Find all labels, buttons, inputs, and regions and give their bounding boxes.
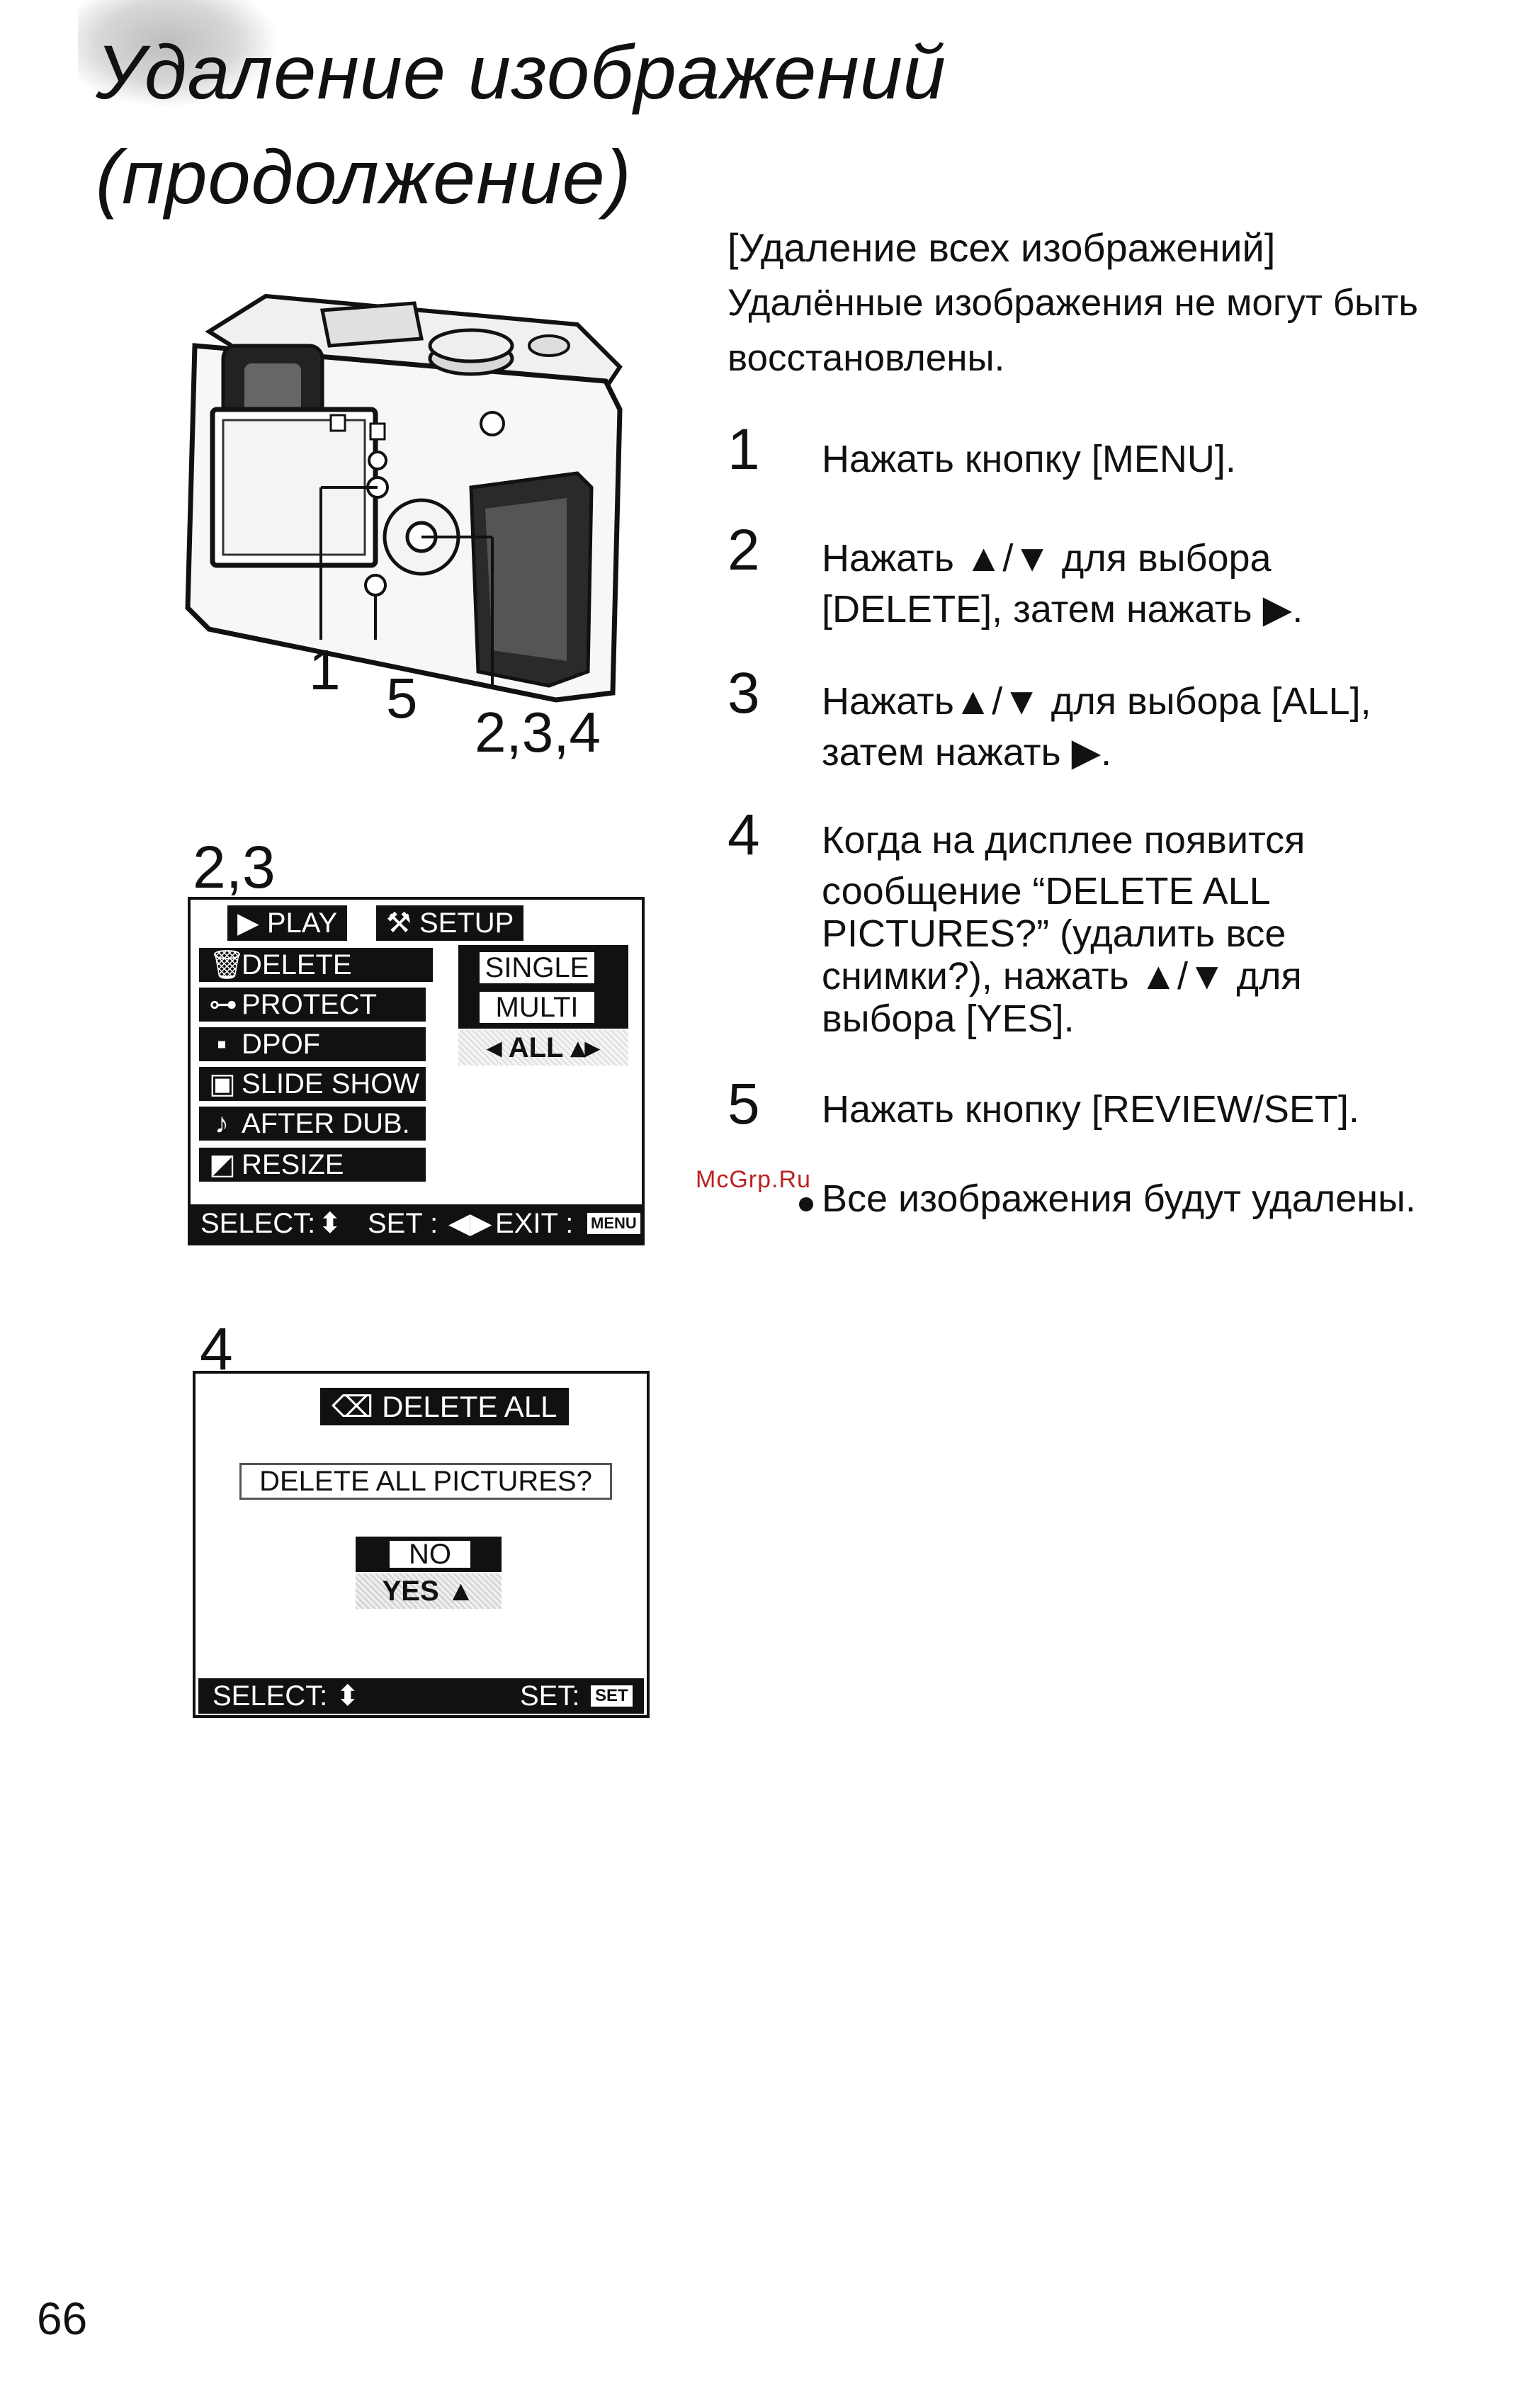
menu-item-label: SLIDE SHOW — [242, 1068, 420, 1099]
option-single[interactable]: SINGLE — [478, 951, 596, 985]
step-4-line-2: сообщение “DELETE ALL — [822, 870, 1271, 912]
set-key-icon: SET — [591, 1685, 633, 1707]
section-note-line2: восстановлены. — [727, 337, 1005, 379]
delete-all-screen: ⌫ DELETE ALL DELETE ALL PICTURES? NO YES… — [193, 1371, 650, 1718]
play-icon: ▶ — [237, 908, 267, 939]
delete-submenu: SINGLE MULTI — [458, 945, 628, 1029]
step-4-line-3: PICTURES?” (удалить все — [822, 912, 1286, 955]
result-text: Все изображения будут удалены. — [822, 1177, 1416, 1220]
menu-item-label: RESIZE — [242, 1149, 344, 1180]
delete-all-question: DELETE ALL PICTURES? — [239, 1463, 612, 1500]
mic-icon: ♪ — [215, 1108, 229, 1139]
menu-key-icon: MENU — [587, 1213, 640, 1234]
page-number: 66 — [37, 2293, 88, 2344]
left-arrow-icon: ◂ — [487, 1032, 509, 1063]
bullet-icon — [799, 1197, 813, 1211]
resize-icon: ◩ — [209, 1149, 236, 1180]
menu-item-label: AFTER DUB. — [242, 1108, 410, 1139]
step-4-line-5: выбора [YES]. — [822, 997, 1075, 1040]
help-select-label: SELECT: — [213, 1680, 328, 1712]
up-down-icon: ⬍ — [318, 1208, 342, 1239]
step-number: 3 — [727, 661, 760, 725]
option-multi[interactable]: MULTI — [478, 990, 596, 1024]
yes-button[interactable]: YES ▲ — [356, 1573, 502, 1609]
menu-item-label: DELETE — [242, 949, 352, 980]
step-number: 4 — [727, 803, 760, 867]
title-shading — [78, 0, 276, 106]
callout-234: 2,3,4 — [475, 701, 601, 764]
step-number: 1 — [727, 417, 760, 482]
left-right-icon: ◀▶ — [448, 1208, 492, 1239]
tab-setup-label: SETUP — [419, 908, 514, 939]
step-4-line-1: Когда на дисплее появится — [822, 819, 1306, 861]
dpof-icon: ▪ — [216, 1029, 227, 1060]
help-exit-label: EXIT : — [495, 1208, 574, 1239]
step-2-line-1: Нажать ▲/▼ для выбора — [822, 537, 1272, 579]
watermark: McGrp.Ru — [696, 1166, 811, 1193]
callout-5: 5 — [386, 667, 418, 730]
delete-all-header: ⌫ DELETE ALL — [320, 1388, 569, 1425]
step-number: 5 — [727, 1072, 760, 1136]
camera-illustration — [185, 293, 623, 703]
menu-item-after-dub[interactable]: ♪ AFTER DUB. — [199, 1107, 426, 1141]
section-heading: [Удаление всех изображений] — [727, 225, 1276, 270]
step-number: 2 — [727, 518, 760, 582]
menu-item-resize[interactable]: ◩RESIZE — [199, 1148, 426, 1182]
delete-screen-label: 4 — [200, 1316, 233, 1382]
step-3-line-1: Нажать▲/▼ для выбора [ALL], — [822, 680, 1371, 723]
tab-setup[interactable]: ⚒ SETUP — [376, 905, 524, 941]
menu-screen-label: 2,3 — [193, 834, 276, 900]
up-arrow-icon: ▲ — [438, 1576, 475, 1607]
tab-play[interactable]: ▶ PLAY — [227, 905, 348, 941]
delete-help-bar: SELECT: ⬍ SET: SET — [198, 1678, 644, 1714]
up-down-arrow-icon: ▴▸ — [562, 1032, 600, 1063]
help-select-label: SELECT: — [200, 1208, 316, 1239]
step-4-line-4: снимки?), нажать ▲/▼ для — [822, 955, 1302, 997]
step-3-line-2: затем нажать ▶. — [822, 731, 1112, 774]
menu-item-label: PROTECT — [242, 989, 378, 1020]
up-down-icon: ⬍ — [336, 1680, 360, 1712]
setup-icon: ⚒ — [386, 908, 419, 939]
menu-item-label: DPOF — [242, 1029, 321, 1060]
menu-item-protect[interactable]: ⊶PROTECT — [199, 988, 426, 1022]
help-set-label: SET : — [368, 1208, 438, 1239]
menu-help-bar: SELECT: ⬍ SET : ◀▶ EXIT : MENU — [191, 1204, 642, 1243]
section-note-line1: Удалённые изображения не могут быть — [727, 282, 1419, 324]
menu-item-delete[interactable]: 🗑DELETE — [199, 948, 433, 982]
step-1-line: Нажать кнопку [MENU]. — [822, 438, 1236, 480]
yes-label: YES — [382, 1576, 439, 1607]
menu-item-slide-show[interactable]: ▣SLIDE SHOW — [199, 1067, 426, 1101]
key-icon: ⊶ — [209, 989, 237, 1020]
no-button[interactable]: NO — [388, 1539, 472, 1569]
page-title-line2: (продолжение) — [96, 134, 632, 220]
no-option-frame: NO — [356, 1537, 502, 1572]
option-all[interactable]: ◂ ALL ▴▸ — [458, 1030, 628, 1065]
tab-play-label: PLAY — [266, 908, 338, 939]
trash-icon: 🗑 — [209, 949, 245, 980]
menu-item-dpof[interactable]: ▪ DPOF — [199, 1027, 426, 1061]
slideshow-icon: ▣ — [209, 1068, 236, 1099]
help-set-label: SET: — [520, 1680, 580, 1712]
menu-screen: ▶ PLAY ⚒ SETUP 🗑DELETE ⊶PROTECT ▪DPOF ▣S… — [188, 897, 645, 1245]
callout-1: 1 — [309, 638, 341, 701]
step-2-line-2: [DELETE], затем нажать ▶. — [822, 588, 1303, 631]
page-title-line1: Удаление изображений — [96, 29, 946, 115]
delete-all-header-label: DELETE ALL — [382, 1390, 557, 1423]
delete-all-icon: ⌫ — [332, 1390, 383, 1423]
step-5-line: Нажать кнопку [REVIEW/SET]. — [822, 1088, 1359, 1131]
option-all-label: ALL — [508, 1032, 563, 1063]
